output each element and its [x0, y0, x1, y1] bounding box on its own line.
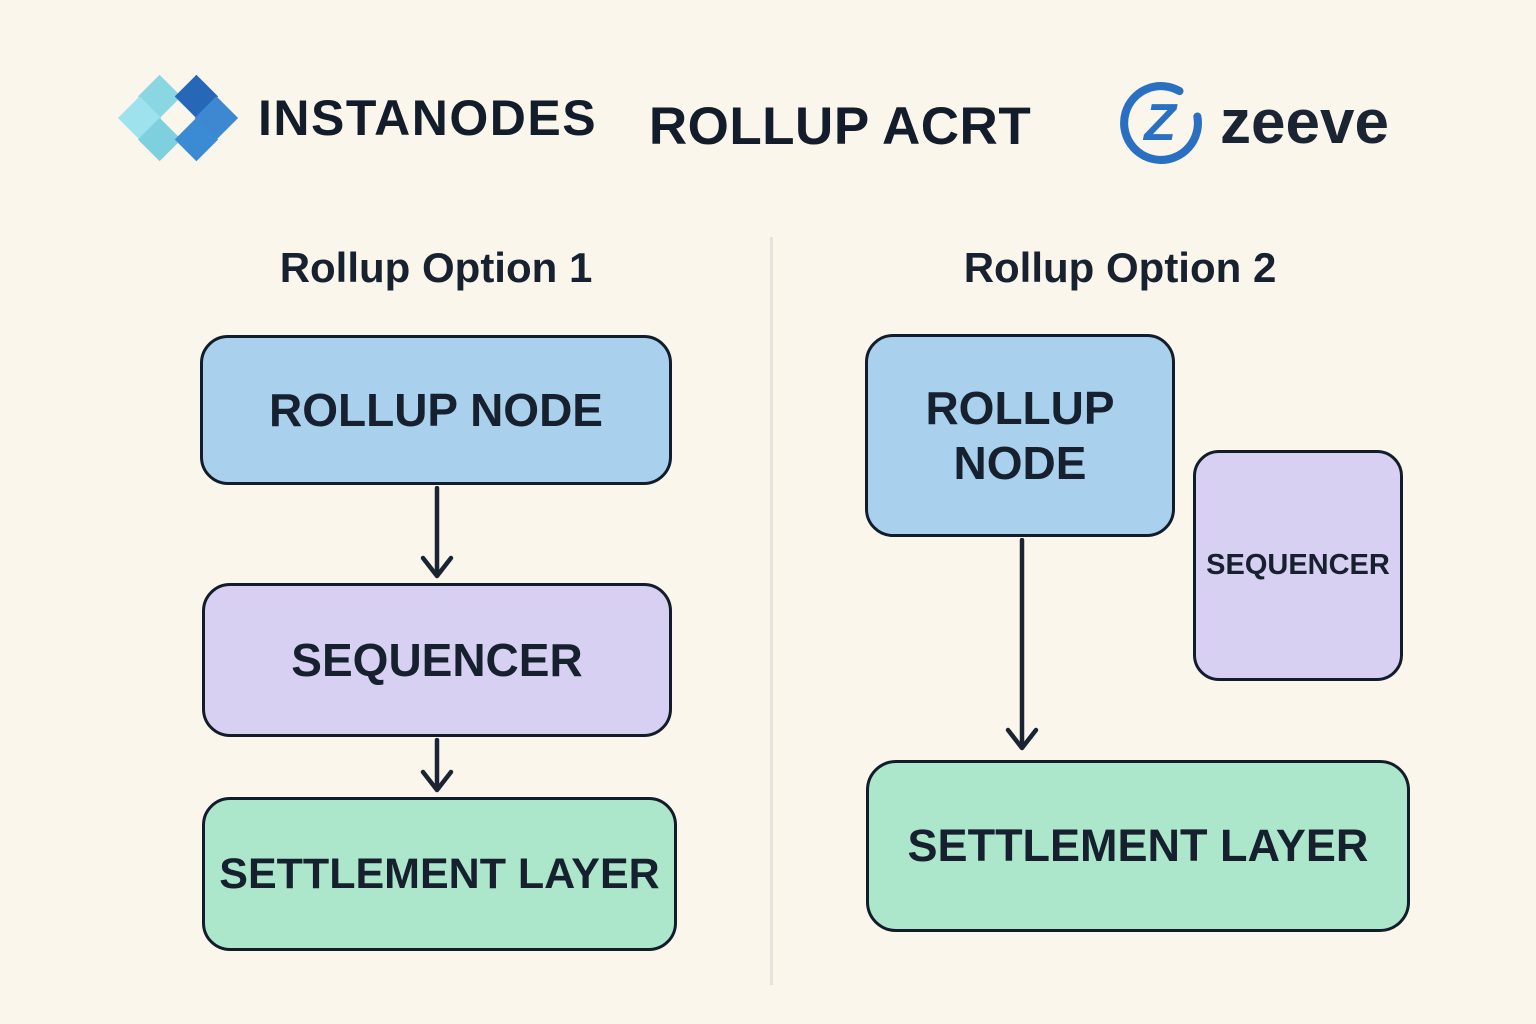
option2-sequencer-box: SEQUENCER [1193, 450, 1403, 681]
option2-rollup-node-box: ROLLUP NODE [865, 334, 1175, 537]
option1-sequencer-box: SEQUENCER [202, 583, 672, 737]
option2-heading: Rollup Option 2 [963, 244, 1277, 291]
option2-sequencer-label: SEQUENCER [1206, 549, 1390, 581]
option1-sequencer-label: SEQUENCER [291, 634, 583, 686]
instanodes-diamonds-icon [117, 74, 239, 162]
column-divider [770, 237, 773, 985]
zeeve-circle-z-icon: Z [1120, 82, 1202, 164]
option2-settlement-layer-label: SETTLEMENT LAYER [907, 820, 1369, 871]
option2-settlement-layer-box: SETTLEMENT LAYER [866, 760, 1410, 932]
instanodes-logo: INSTANODES [112, 64, 597, 172]
zeeve-wordmark: zeeve [1220, 88, 1389, 157]
instanodes-wordmark: INSTANODES [258, 90, 598, 146]
option1-settlement-layer-label: SETTLEMENT LAYER [219, 849, 660, 898]
option2-arrow-rollup-to-settlement [1004, 538, 1040, 754]
option2-rollup-node-label: ROLLUP NODE [925, 382, 1115, 489]
option1-arrow-sequencer-to-settlement [419, 738, 455, 796]
zeeve-logo: Z zeeve [1116, 78, 1389, 168]
option1-rollup-node-box: ROLLUP NODE [200, 335, 672, 485]
option1-rollup-node-label: ROLLUP NODE [269, 384, 603, 436]
option1-settlement-layer-box: SETTLEMENT LAYER [202, 797, 677, 951]
option1-arrow-rollup-to-sequencer [419, 486, 455, 582]
svg-text:Z: Z [1142, 94, 1178, 152]
page-title: ROLLUP ACRT [648, 97, 1032, 156]
option1-heading: Rollup Option 1 [279, 244, 593, 291]
